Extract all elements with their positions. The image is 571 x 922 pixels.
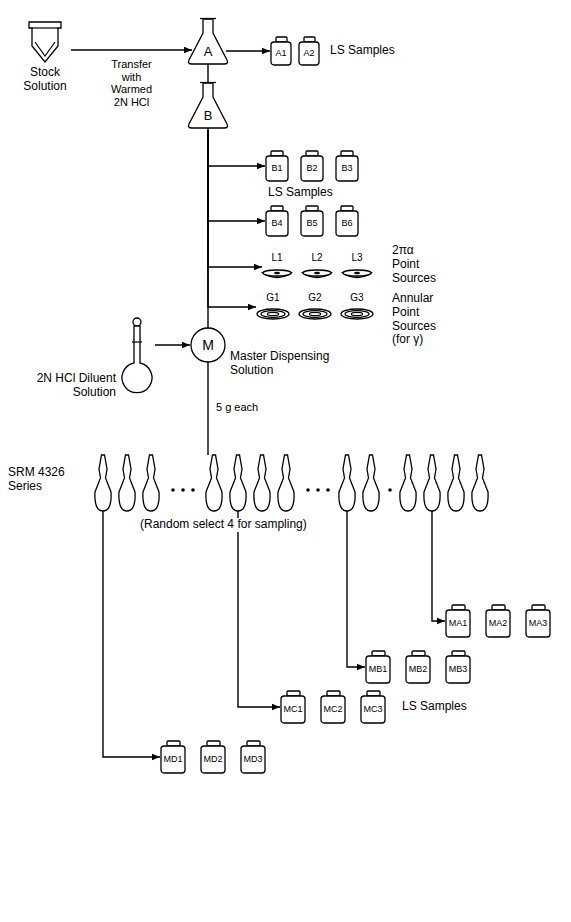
sample-bottle: MA1 <box>445 604 471 638</box>
node-text: L3 <box>342 252 372 264</box>
point-source: L1 <box>262 252 292 282</box>
sample-bottle: B1 <box>265 150 289 182</box>
node-text: G2 <box>298 292 332 304</box>
flask: A <box>186 16 230 66</box>
node-text: B3 <box>335 163 359 173</box>
annular-source: G2 <box>298 292 332 322</box>
ampoule-series: SRM 4326 Series <box>8 452 505 514</box>
node-text: MB2 <box>405 664 431 674</box>
diluent-flask: 2N HCl Diluent Solution <box>12 316 155 402</box>
sample-bottle: B5 <box>300 205 324 237</box>
connector <box>207 362 208 455</box>
node-text: B2 <box>300 163 324 173</box>
connector <box>155 344 190 345</box>
node-text: 2N HCl Diluent Solution <box>12 372 116 400</box>
connector <box>208 130 262 267</box>
edge-label: Transfer with Warmed 2N HCl <box>105 58 159 109</box>
annotation: LS Samples <box>402 700 467 714</box>
node-text: G3 <box>340 292 374 304</box>
connector <box>347 511 365 667</box>
node-text: MB3 <box>445 664 471 674</box>
point-source: L2 <box>302 252 332 282</box>
node-text: L1 <box>262 252 292 264</box>
edge-label: 5 g each <box>216 401 258 414</box>
point-source: L3 <box>342 252 372 282</box>
node-text: M <box>191 337 225 353</box>
annotation: Annular Point Sources (for γ) <box>392 292 444 347</box>
annotation: 2πα Point Sources <box>392 244 444 285</box>
node-text: B4 <box>265 218 289 228</box>
connector <box>103 511 160 757</box>
node-text: MD1 <box>160 754 186 764</box>
node-text: MA3 <box>525 618 551 628</box>
annular-source: G3 <box>340 292 374 322</box>
stock-vial: Stock Solution <box>19 20 71 100</box>
node-text: G1 <box>256 292 290 304</box>
sample-bottle: MB1 <box>365 650 391 684</box>
node-text: A1 <box>270 48 292 58</box>
node-text: MB1 <box>365 664 391 674</box>
node-text: SRM 4326 Series <box>8 466 70 494</box>
connector <box>208 130 265 166</box>
connector <box>71 49 192 50</box>
node-text: A <box>186 45 230 60</box>
node-text: Master Dispensing Solution <box>230 350 340 378</box>
connector <box>207 128 208 328</box>
node-text: MC1 <box>280 704 306 714</box>
connector <box>226 50 270 51</box>
sample-bottle: MD2 <box>200 740 226 774</box>
connector <box>207 64 208 83</box>
sample-bottle: MB2 <box>405 650 431 684</box>
node-text: MD2 <box>200 754 226 764</box>
connector <box>208 130 256 307</box>
node-text: B <box>186 109 230 124</box>
sample-bottle: B2 <box>300 150 324 182</box>
sample-bottle: MC3 <box>360 690 386 724</box>
flask: B <box>186 80 230 130</box>
node-text: MD3 <box>240 754 266 764</box>
sample-bottle: B3 <box>335 150 359 182</box>
sample-bottle: MB3 <box>445 650 471 684</box>
annular-source: G1 <box>256 292 290 322</box>
annotation: LS Samples <box>268 186 333 200</box>
sample-bottle: MA2 <box>485 604 511 638</box>
node-text: MA1 <box>445 618 471 628</box>
connector <box>432 511 445 621</box>
node-text: MC3 <box>360 704 386 714</box>
sample-bottle: B6 <box>335 205 359 237</box>
sample-bottle: MA3 <box>525 604 551 638</box>
node-text: B6 <box>335 218 359 228</box>
sample-bottle: MC1 <box>280 690 306 724</box>
ampoule-series-outline <box>8 452 505 514</box>
sample-bottle: A2 <box>298 36 320 66</box>
sample-bottle: MC2 <box>320 690 346 724</box>
sample-bottle: A1 <box>270 36 292 66</box>
connector <box>238 511 280 707</box>
node-text: L2 <box>302 252 332 264</box>
node-text: B1 <box>265 163 289 173</box>
sample-bottle: MD1 <box>160 740 186 774</box>
node-text: MC2 <box>320 704 346 714</box>
node-text: B5 <box>300 218 324 228</box>
sample-bottle: B4 <box>265 205 289 237</box>
annotation: LS Samples <box>330 44 395 58</box>
annotation: (Random select 4 for sampling) <box>140 518 307 532</box>
node-text: A2 <box>298 48 320 58</box>
node-text: Stock Solution <box>19 66 71 94</box>
node-text: MA2 <box>485 618 511 628</box>
master-solution: M Master Dispensing Solution <box>190 326 342 390</box>
sample-bottle: MD3 <box>240 740 266 774</box>
connector <box>208 130 265 221</box>
